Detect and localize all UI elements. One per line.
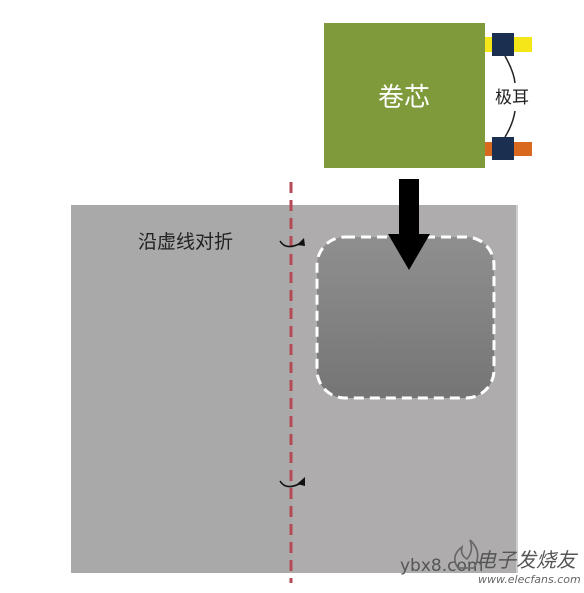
winding-core [324,23,485,168]
watermark-site: ybx8.com [400,556,483,576]
tab-label: 极耳 [495,88,529,108]
watermark-logo-text: 电子发烧友 [476,548,579,572]
curved-fold-arrow-icon [279,477,305,488]
fold-instruction-label: 沿虚线对折 [138,231,233,253]
down-arrow-icon [388,179,430,270]
formed-cavity [315,235,496,400]
curved-fold-arrow-icon [279,238,305,248]
watermark-url: www.elecfans.com [478,573,581,586]
tab-positive [485,33,532,56]
winding-core-label: 卷芯 [378,83,430,113]
tab-bracket [504,55,516,138]
flame-logo-icon [454,539,479,569]
tab-negative [485,137,532,160]
